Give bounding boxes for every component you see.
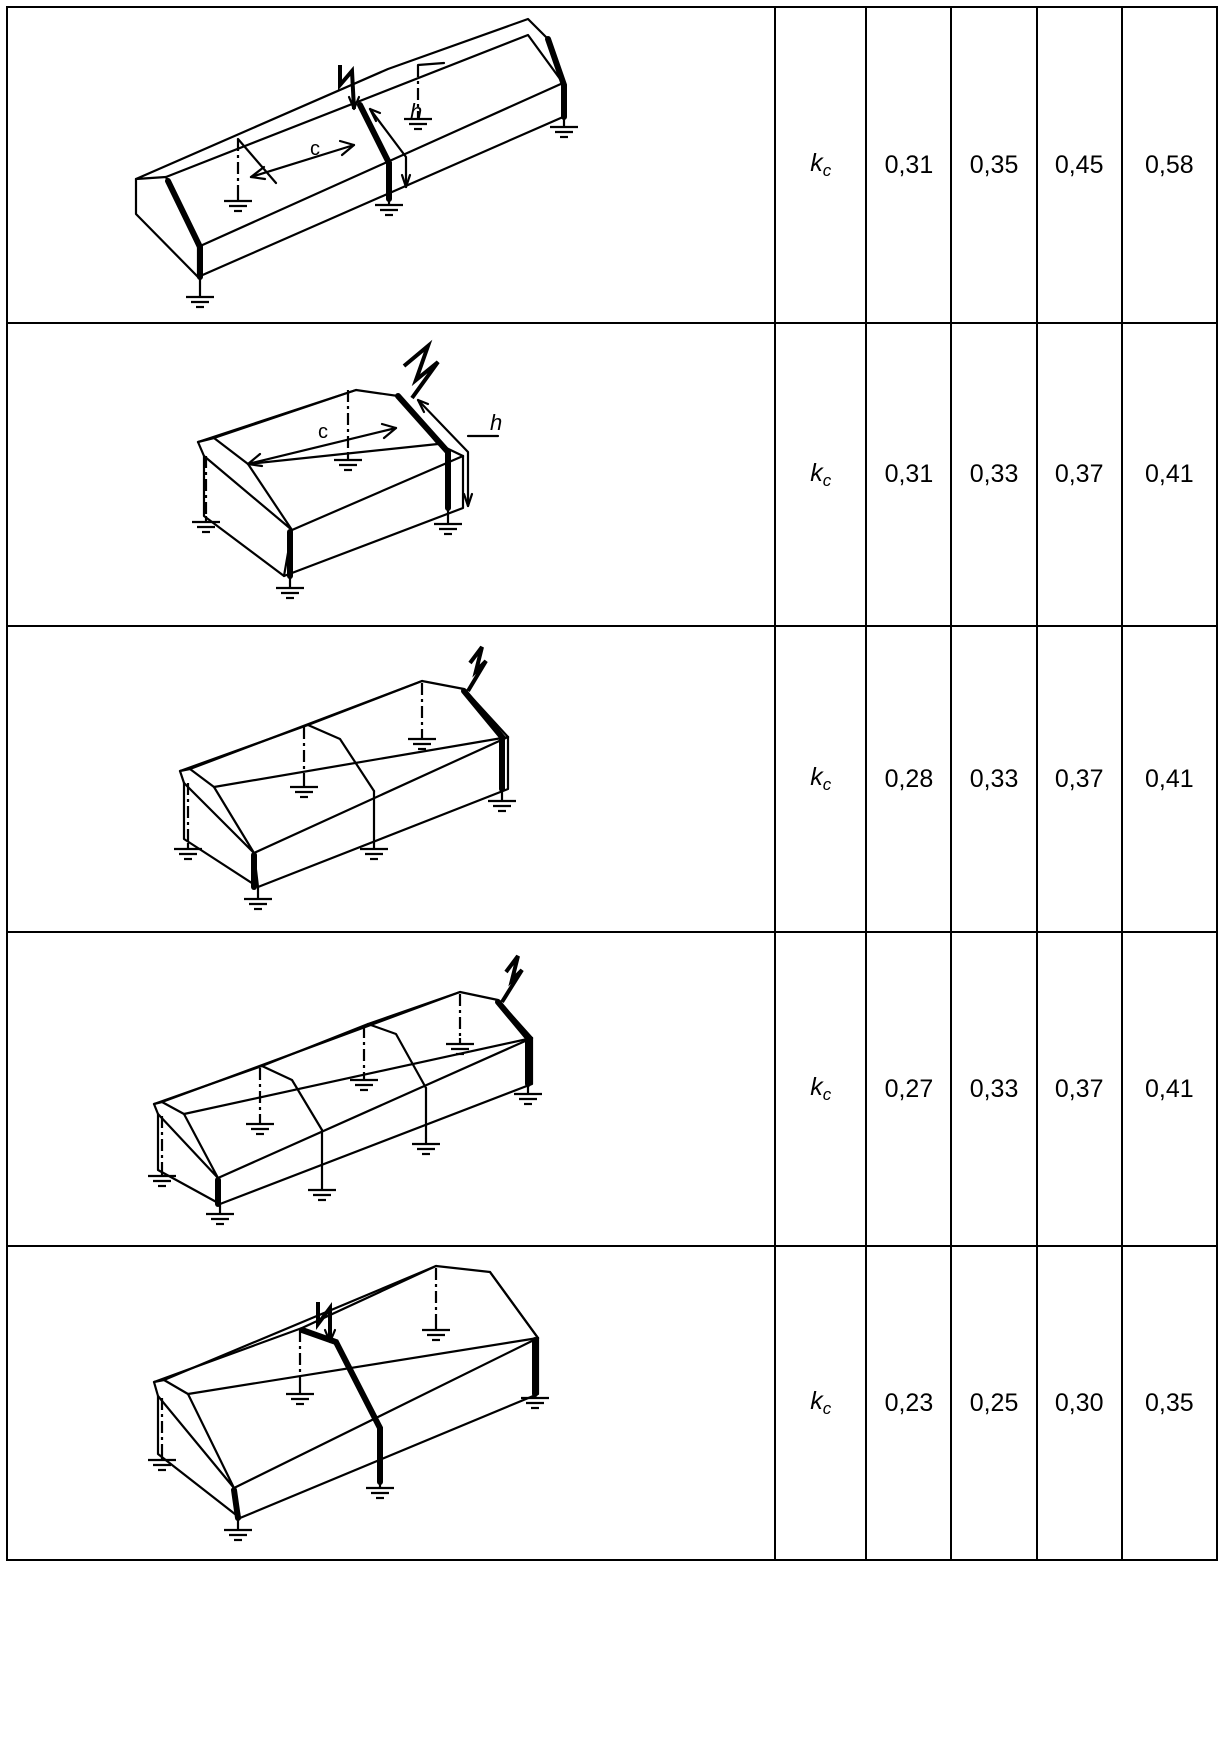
building-lightning-diagram-3 [174, 645, 516, 911]
value-cell: 0,41 [1120, 931, 1218, 1247]
building-lightning-diagram-2: c h [192, 339, 502, 599]
kc-subscript: c [822, 470, 832, 490]
kc-symbol-cell: kc [774, 6, 868, 324]
figure-cell: c h [5, 322, 777, 627]
table-row: kc 0,23 0,25 0,30 0,35 [5, 1245, 1218, 1561]
coefficient-table: c h kc 0,31 0 [5, 6, 1218, 1561]
figure-cell [5, 931, 777, 1247]
kc-symbol-cell: kc [774, 931, 868, 1247]
dimension-h-label: h [410, 99, 422, 124]
value-cell: 0,33 [950, 931, 1038, 1247]
value-cell: 0,37 [1035, 625, 1123, 933]
table-row: c h kc 0,31 0 [5, 6, 1218, 324]
value-cell: 0,45 [1035, 6, 1123, 324]
kc-symbol: k [810, 1073, 823, 1101]
building-lightning-diagram-4 [148, 954, 542, 1226]
value-cell: 0,37 [1035, 322, 1123, 627]
kc-symbol: k [810, 1387, 823, 1415]
building-lightning-diagram-1: c h [134, 17, 578, 309]
value-cell: 0,28 [865, 625, 953, 933]
building-lightning-diagram-5 [148, 1264, 549, 1542]
kc-symbol: k [810, 458, 823, 487]
kc-subscript: c [822, 161, 832, 180]
table-row: kc 0,27 0,33 0,37 0,41 [5, 931, 1218, 1247]
value-cell: 0,35 [1120, 1245, 1218, 1561]
value-cell: 0,33 [950, 625, 1038, 933]
kc-symbol-cell: kc [774, 322, 868, 627]
table-row: c h kc 0,31 0,33 0 [5, 322, 1218, 627]
dimension-c-label: c [318, 421, 328, 443]
dimension-c-label: c [310, 138, 320, 160]
value-cell: 0,23 [865, 1245, 953, 1561]
value-cell: 0,25 [950, 1245, 1038, 1561]
value-cell: 0,33 [950, 322, 1038, 627]
figure-cell [5, 1245, 777, 1561]
dimension-h-label: h [490, 410, 502, 435]
value-cell: 0,37 [1035, 931, 1123, 1247]
kc-subscript: c [822, 1399, 832, 1418]
kc-symbol: k [810, 149, 823, 177]
kc-symbol-cell: kc [774, 625, 868, 933]
table-row: kc 0,28 0,33 0,37 0,41 [5, 625, 1218, 933]
value-cell: 0,31 [865, 322, 953, 627]
value-cell: 0,58 [1120, 6, 1218, 324]
kc-symbol-cell: kc [774, 1245, 868, 1561]
kc-subscript: c [822, 775, 832, 794]
figure-cell [5, 625, 777, 933]
value-cell: 0,41 [1120, 322, 1218, 627]
kc-symbol: k [810, 763, 823, 791]
value-cell: 0,35 [950, 6, 1038, 324]
value-cell: 0,30 [1035, 1245, 1123, 1561]
kc-subscript: c [822, 1085, 832, 1104]
value-cell: 0,31 [865, 6, 953, 324]
value-cell: 0,41 [1120, 625, 1218, 933]
value-cell: 0,27 [865, 931, 953, 1247]
figure-cell: c h [5, 6, 777, 324]
